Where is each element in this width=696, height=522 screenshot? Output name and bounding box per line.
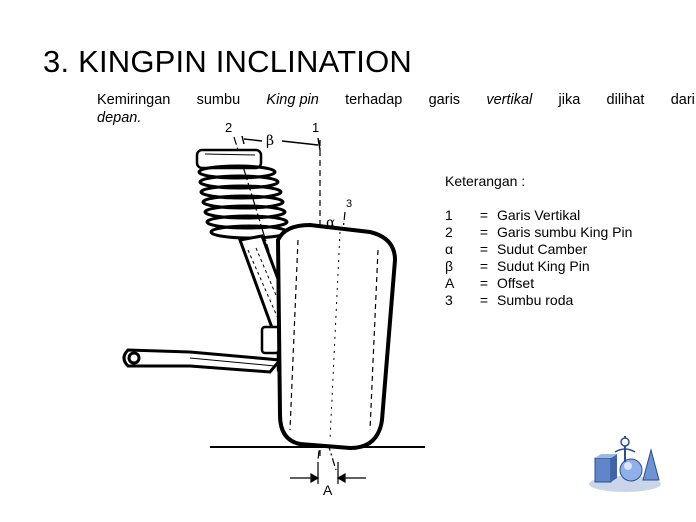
legend-equals: = — [479, 258, 489, 274]
offset-dimension-a — [290, 462, 366, 484]
legend-row: 3 = Sumbu roda — [445, 292, 632, 309]
slide-description: Kemiringan sumbu King pin terhadap garis… — [97, 91, 695, 127]
legend-text: Garis Vertikal — [497, 207, 581, 223]
desc-word: sumbu — [196, 92, 241, 108]
strut-upper-mount — [195, 148, 263, 170]
education-logo-icon — [589, 436, 661, 492]
legend-text: Sudut Camber — [497, 241, 588, 257]
legend-equals: = — [479, 241, 489, 257]
label-alpha: α — [326, 215, 336, 231]
legend-key: α — [445, 241, 454, 257]
slide-title: 3. KINGPIN INCLINATION — [43, 44, 412, 79]
desc-word: garis — [428, 92, 461, 108]
desc-word-king-pin: King pin — [266, 91, 318, 109]
label-2: 2 — [225, 120, 232, 135]
legend-row: β = Sudut King Pin — [445, 258, 632, 275]
legend-row: 2 = Garis sumbu King Pin — [445, 224, 632, 241]
legend-row: α = Sudut Camber — [445, 241, 632, 258]
beta-angle-marker — [241, 135, 321, 151]
label-1: 1 — [312, 120, 319, 135]
legend-row: 1 = Garis Vertikal — [445, 207, 632, 224]
legend-key: β — [445, 258, 454, 274]
desc-word: Kemiringan — [97, 92, 171, 108]
description-line-1: Kemiringan sumbu King pin terhadap garis… — [97, 91, 695, 109]
legend-key: 3 — [445, 292, 453, 308]
desc-word: jika — [558, 92, 581, 108]
legend-equals: = — [479, 275, 489, 291]
label-beta: β — [266, 133, 274, 149]
legend-equals: = — [479, 207, 489, 223]
desc-word: dilihat — [606, 92, 645, 108]
desc-italic-pin: pin — [299, 92, 319, 108]
description-line-2: depan. — [97, 109, 695, 127]
legend: Keterangan : 1 = Garis Vertikal 2 = Gari… — [445, 173, 632, 309]
desc-italic-vertikal: vertikal — [486, 92, 533, 108]
wheel-tire — [275, 222, 398, 451]
desc-italic-king: King — [266, 92, 296, 108]
legend-row: A = Offset — [445, 275, 632, 292]
desc-word: dari — [670, 92, 695, 108]
desc-word: terhadap — [345, 92, 403, 108]
lower-control-arm — [122, 348, 283, 374]
legend-text: Sumbu roda — [497, 292, 574, 308]
legend-key: 2 — [445, 224, 453, 240]
label-3: 3 — [346, 198, 352, 210]
legend-text: Sudut King Pin — [497, 258, 590, 274]
legend-equals: = — [479, 292, 489, 308]
legend-key: A — [445, 275, 455, 291]
legend-title: Keterangan : — [445, 173, 526, 189]
desc-italic-depan: depan. — [97, 110, 142, 126]
legend-text: Offset — [497, 275, 535, 291]
legend-text: Garis sumbu King Pin — [497, 224, 633, 240]
legend-equals: = — [479, 224, 489, 240]
legend-key: 1 — [445, 207, 453, 223]
label-A: A — [323, 482, 333, 498]
coil-spring — [197, 164, 289, 240]
